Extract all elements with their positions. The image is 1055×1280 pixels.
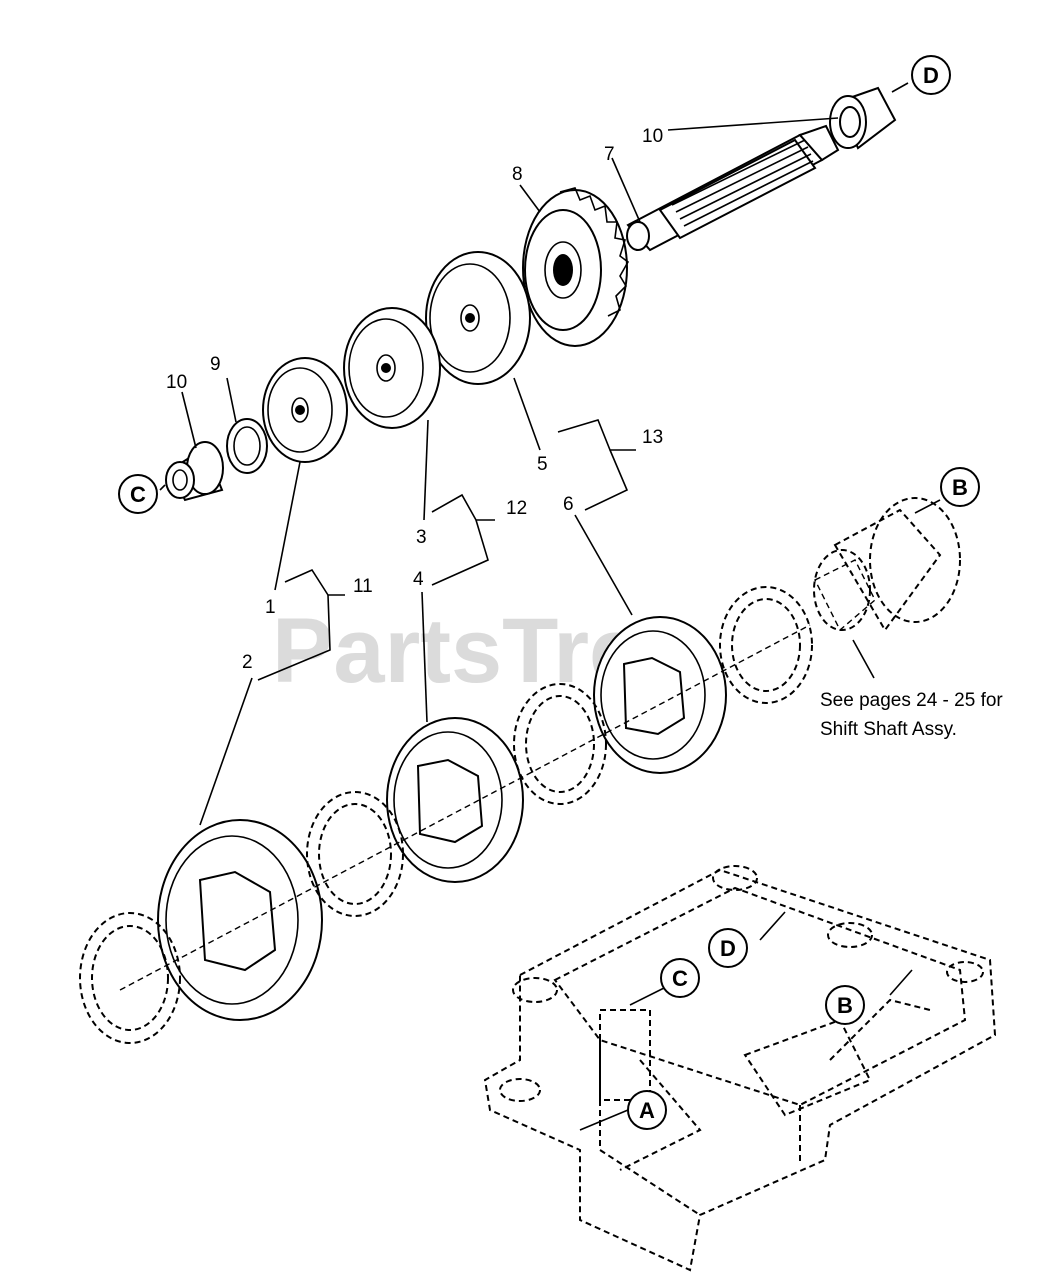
bevel-gear-part-8 — [522, 187, 630, 347]
gear-part-2 — [157, 819, 323, 1021]
svg-text:B: B — [837, 993, 853, 1018]
svg-text:B: B — [952, 475, 968, 500]
ref-circle-C-housing: C — [660, 958, 700, 998]
ref-circle-B-top: B — [940, 467, 980, 507]
callout-6: 6 — [563, 494, 574, 515]
ref-circle-D-housing: D — [708, 928, 748, 968]
callout-5: 5 — [537, 454, 548, 475]
callout-1: 1 — [265, 597, 276, 618]
svg-text:A: A — [639, 1098, 655, 1123]
callout-numbers: 10 7 8 10 9 13 5 6 12 3 4 11 1 2 — [166, 126, 663, 673]
gear-part-4 — [386, 717, 524, 883]
shaft-part-7 — [626, 124, 840, 252]
gear-part-6 — [593, 616, 727, 774]
callout-8: 8 — [512, 164, 523, 185]
callout-3: 3 — [416, 527, 427, 548]
washer-part-9 — [226, 418, 268, 474]
note-line-1: See pages 24 - 25 for — [820, 690, 1003, 711]
gear-part-3 — [343, 307, 441, 429]
bearing-part-10-lower — [165, 441, 224, 502]
bearing-part-10-upper — [829, 86, 897, 150]
dashed-washer-mid — [513, 683, 607, 805]
callout-7: 7 — [604, 144, 615, 165]
dashed-washer-upper — [719, 586, 813, 704]
dashed-washer-lower — [79, 912, 181, 1044]
svg-text:C: C — [130, 482, 146, 507]
callout-13: 13 — [642, 427, 663, 448]
ref-circle-C-top: C — [118, 474, 158, 514]
ref-circle-A-housing: A — [627, 1090, 667, 1130]
shift-shaft-dashed — [813, 497, 961, 632]
callout-2: 2 — [242, 652, 253, 673]
callout-10-lower: 10 — [166, 372, 187, 393]
svg-text:D: D — [923, 63, 939, 88]
gear-part-1 — [262, 357, 348, 463]
leader-lines — [159, 82, 941, 1131]
transmission-housing — [483, 865, 997, 1272]
callout-12: 12 — [506, 498, 527, 519]
gear-part-5 — [425, 251, 531, 385]
svg-text:D: D — [720, 936, 736, 961]
axis-line-lower — [119, 624, 811, 991]
ref-circle-B-housing: B — [825, 985, 865, 1025]
dashed-washer-mid-left — [306, 791, 404, 917]
callout-9: 9 — [210, 354, 221, 375]
callout-10-upper: 10 — [642, 126, 663, 147]
note-line-2: Shift Shaft Assy. — [820, 719, 957, 740]
callout-4: 4 — [413, 569, 424, 590]
svg-text:C: C — [672, 966, 688, 991]
ref-circle-D-top: D — [911, 55, 951, 95]
callout-11: 11 — [353, 576, 373, 597]
